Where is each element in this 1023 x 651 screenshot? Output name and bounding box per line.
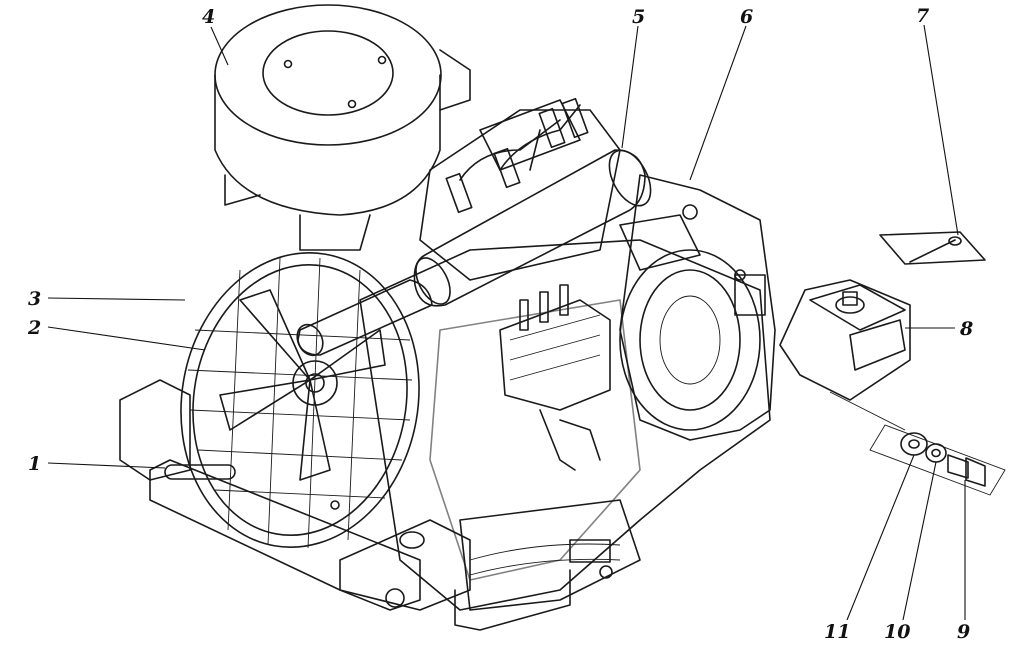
callout-4: 4 [202,6,215,28]
callout-7: 7 [916,5,929,27]
engine-block [359,239,771,631]
flywheel-housing [619,174,776,441]
muffler [296,149,652,357]
callout-11: 11 [824,621,850,643]
callout-6: 6 [740,6,753,28]
air-cleaner [214,4,471,251]
cylinder-head [419,97,621,281]
mount-fasteners [829,391,1006,496]
callout-3: 3 [28,288,41,310]
engine-frame [119,379,471,611]
leader-lines [47,24,966,621]
lock-washer-10 [925,443,947,463]
fan-grille [187,257,413,549]
callout-labels: 1 2 3 4 5 6 7 8 9 10 11 [27,5,973,643]
cooling-fan [219,289,386,481]
callout-1: 1 [28,453,41,475]
callout-2: 2 [27,317,41,339]
injector-lines [445,97,589,214]
engine-mount [779,231,986,401]
callout-9: 9 [957,621,970,643]
callout-10: 10 [884,621,910,643]
bolt-9 [947,454,986,487]
callout-5: 5 [632,6,645,28]
fan-shroud [180,252,420,549]
fuel-injection-pump [499,284,611,471]
callout-8: 8 [959,318,973,340]
